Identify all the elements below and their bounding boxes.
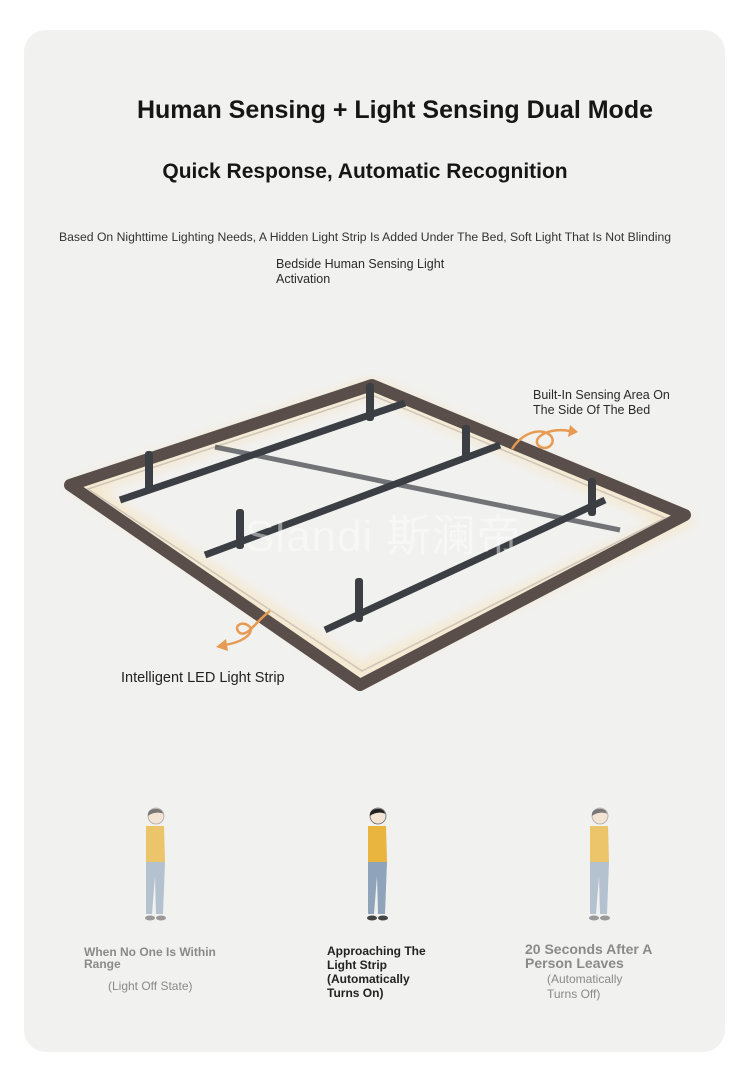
slat-2	[203, 441, 502, 559]
leg-4	[462, 425, 470, 461]
curl-arrow-icon	[510, 428, 571, 450]
frame-inner-edge	[86, 394, 667, 672]
state-caption-after-leave: 20 Seconds After A Person Leaves	[525, 941, 652, 971]
slat-3	[323, 496, 607, 634]
leg-3	[236, 509, 244, 549]
leg-1	[145, 451, 153, 491]
leg-5	[355, 578, 363, 622]
page-title: Human Sensing + Light Sensing Dual Mode	[136, 96, 653, 124]
center-rail	[214, 444, 621, 533]
state-caption-approaching: Approaching The Light Strip (Automatical…	[327, 944, 426, 1000]
state-caption-no-one: When No One Is Within Range	[84, 945, 216, 971]
state-sub-turns-off: (Automatically Turns Off)	[547, 972, 623, 1001]
brand-watermark: Slandi 斯澜帝	[245, 512, 522, 561]
curl-arrow-icon	[223, 609, 271, 647]
callout-bedside-sensing: Bedside Human Sensing Light Activation	[276, 257, 445, 286]
slat-1	[118, 399, 407, 504]
bed-frame-illustration	[64, 378, 698, 691]
person-figure-3	[589, 807, 610, 921]
leg-6	[588, 478, 596, 516]
frame-outer	[64, 379, 691, 691]
leg-2	[366, 383, 374, 421]
description-text: Based On Nighttime Lighting Needs, A Hid…	[59, 230, 672, 244]
state-sub-light-off: (Light Off State)	[108, 979, 193, 993]
callout-side-sensing-area: Built-In Sensing Area On The Side Of The…	[533, 388, 670, 417]
person-figure-2	[367, 807, 388, 921]
person-figure-1	[145, 807, 166, 921]
callout-led-strip: Intelligent LED Light Strip	[121, 670, 285, 686]
page-subtitle: Quick Response, Automatic Recognition	[162, 160, 568, 183]
